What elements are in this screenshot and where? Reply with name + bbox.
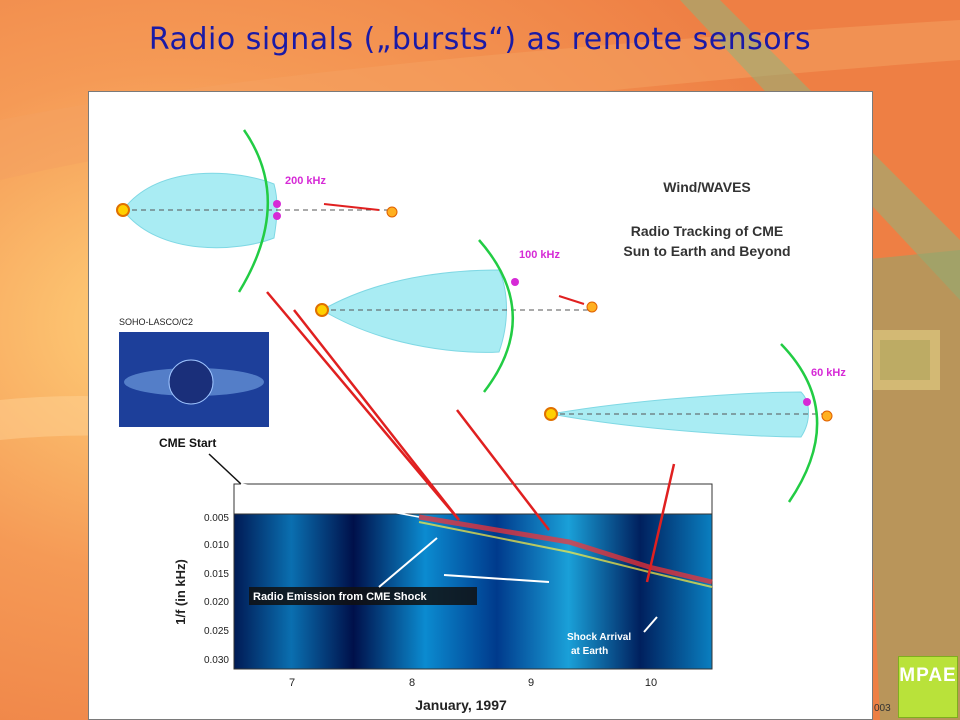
shock-front-2 — [478, 239, 514, 393]
emission-band — [418, 514, 713, 585]
red-tracking-arrow — [266, 291, 460, 521]
spacecraft-icon — [821, 410, 833, 422]
inset-label: SOHO-LASCO/C2 — [119, 317, 193, 327]
white-arrow — [443, 574, 550, 583]
soho-lasco-inset: SOHO-LASCO/C2 — [119, 317, 269, 427]
freq-label-60: 60 kHz — [811, 367, 846, 379]
x-tick: 9 — [528, 677, 534, 689]
emission-label-box — [249, 587, 477, 605]
shock-front-1 — [237, 129, 269, 293]
x-tick: 10 — [645, 677, 657, 689]
shock-arrival-label-line-1: Shock Arrival — [567, 632, 631, 643]
y-axis-label: 1/f (in kHz) — [173, 559, 188, 625]
footer-year: 003 — [874, 703, 891, 714]
sun-icon — [315, 303, 329, 317]
white-arrow — [378, 537, 438, 588]
cme-stage-2 — [315, 239, 598, 393]
x-tick: 7 — [289, 677, 295, 689]
red-tracking-arrow — [645, 463, 676, 583]
burst-source-icon — [803, 398, 811, 406]
y-tick: 0.010 — [204, 540, 229, 551]
burst-source-icon — [511, 278, 519, 286]
slide-title: Radio signals („bursts“) as remote senso… — [148, 22, 812, 57]
red-arrow — [323, 203, 380, 211]
freq-label-200: 200 kHz — [285, 175, 326, 187]
cme-stage-3 — [544, 343, 833, 503]
y-tick: 0.015 — [204, 569, 229, 580]
red-tracking-arrow — [293, 309, 460, 521]
figure-title-line-2: Radio Tracking of CME — [631, 223, 783, 239]
cme-start-label: CME Start — [159, 436, 216, 450]
sun-icon — [116, 203, 130, 217]
figure-title-line-3: Sun to Earth and Beyond — [623, 243, 790, 259]
red-tracking-arrow — [456, 409, 550, 531]
cme-stage-1 — [116, 129, 398, 293]
white-arrow — [240, 483, 420, 518]
cme-start-arrow — [208, 453, 242, 485]
spectrogram-chart: 0.005 0.010 0.015 0.020 0.025 0.030 1/f … — [173, 483, 713, 713]
mpae-logo: MPAE — [898, 656, 958, 718]
spacecraft-icon — [586, 301, 598, 313]
shock-arrival-label-line-2: at Earth — [571, 646, 608, 657]
burst-source-icon — [273, 200, 281, 208]
red-arrow — [558, 295, 585, 305]
figure-title-line-1: Wind/WAVES — [663, 179, 751, 195]
y-tick: 0.030 — [204, 655, 229, 666]
y-tick: 0.020 — [204, 597, 229, 608]
burst-source-icon — [273, 212, 281, 220]
x-axis: 7 8 9 10 January, 1997 — [289, 677, 657, 713]
spacecraft-icon — [386, 206, 398, 218]
chart-header-box — [233, 483, 713, 515]
sun-icon — [544, 407, 558, 421]
x-axis-label: January, 1997 — [415, 697, 507, 713]
y-tick: 0.005 — [204, 513, 229, 524]
white-arrow — [643, 616, 658, 633]
shock-front-3 — [780, 343, 819, 503]
logo-text: MPAE — [899, 665, 957, 686]
freq-label-100: 100 kHz — [519, 249, 560, 261]
plasma-cloud-2 — [321, 269, 507, 353]
y-tick: 0.025 — [204, 626, 229, 637]
y-axis: 0.005 0.010 0.015 0.020 0.025 0.030 1/f … — [173, 513, 229, 666]
figure-panel: 200 kHz 100 kHz 60 kHz Wind/WAVES Radio … — [88, 91, 873, 720]
cme-tracking-figure: 200 kHz 100 kHz 60 kHz Wind/WAVES Radio … — [116, 129, 846, 713]
x-tick: 8 — [409, 677, 415, 689]
emission-label: Radio Emission from CME Shock — [253, 591, 427, 603]
